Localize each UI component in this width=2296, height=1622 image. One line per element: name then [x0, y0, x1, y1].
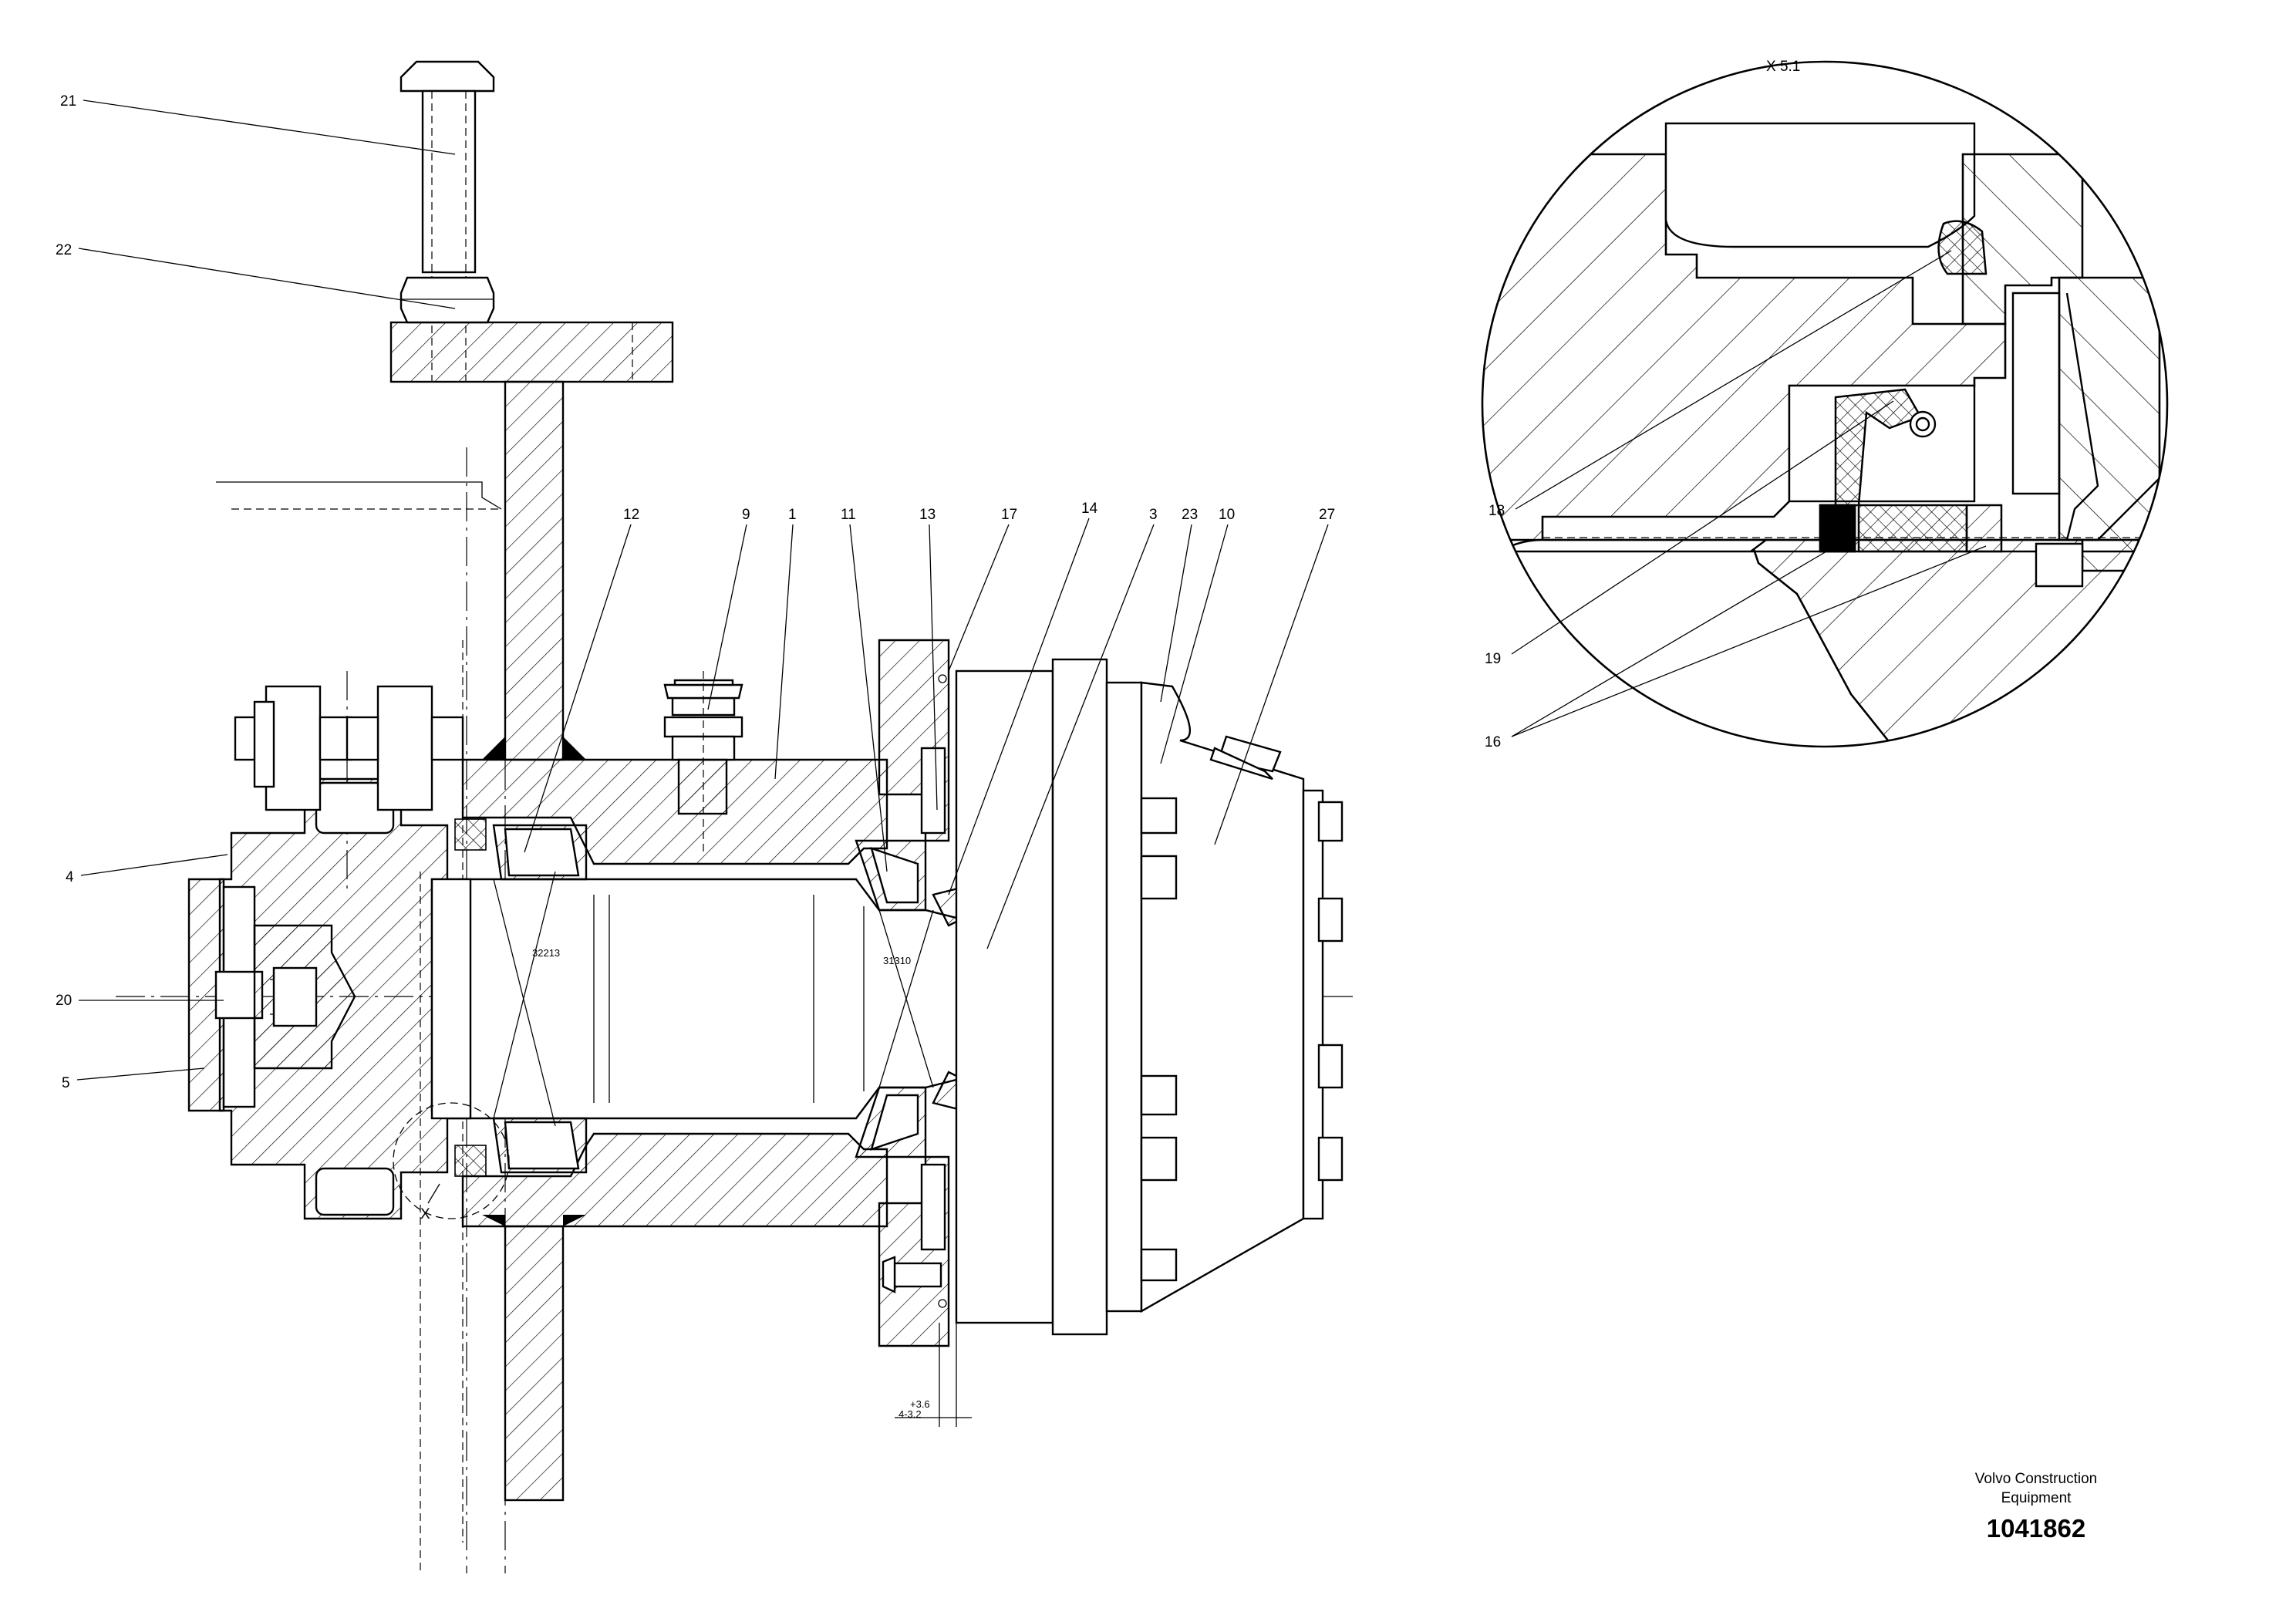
detail-view-x: X 5:1: [1481, 59, 2169, 750]
tolerance-main-text: 4-3.2: [899, 1408, 922, 1420]
label-4: 4: [66, 869, 74, 885]
part-labels-main: 21 22 12 9 1 11 13 17 14 3 23 10: [56, 93, 1335, 1091]
company-name: Volvo Construction Equipment: [1944, 1469, 2129, 1508]
shaft: [430, 878, 1081, 1120]
label-21: 21: [60, 93, 76, 110]
detail-circle: [1481, 60, 2169, 748]
label-1: 1: [788, 507, 797, 523]
company-line-2: Equipment: [2001, 1490, 2072, 1506]
label-23: 23: [1182, 507, 1198, 523]
label-19: 19: [1485, 651, 1501, 667]
label-10: 10: [1219, 507, 1235, 523]
label-3: 3: [1149, 507, 1158, 523]
label-17: 17: [1001, 507, 1017, 523]
bearing-left-label: 32213: [532, 947, 560, 959]
hub-housing: [461, 671, 888, 1228]
lifting-bracket: [389, 60, 674, 761]
seal-left: [393, 818, 510, 1219]
tolerance-dimension: +3.6 4-3.2: [895, 1323, 972, 1427]
label-12: 12: [623, 507, 639, 523]
label-22: 22: [56, 242, 72, 258]
wheel-hub: [187, 685, 464, 1220]
main-section-view: +3.6 4-3.2 32213 31310 X 21 22 12 9 1 11…: [56, 60, 1357, 1573]
bearing-right: [855, 839, 934, 1158]
hydraulic-motor: [955, 658, 1344, 1336]
label-18: 18: [1489, 503, 1505, 519]
label-20: 20: [56, 993, 72, 1009]
label-16: 16: [1485, 734, 1501, 750]
label-11: 11: [841, 507, 856, 523]
label-14: 14: [1081, 501, 1098, 517]
label-5: 5: [62, 1075, 70, 1091]
tolerance-top-text: +3.6: [910, 1398, 930, 1410]
label-27: 27: [1319, 507, 1335, 523]
title-block: Volvo Construction Equipment 1041862: [1944, 1469, 2129, 1543]
company-line-1: Volvo Construction: [1974, 1471, 2098, 1487]
bearing-right-label: 31310: [883, 955, 911, 966]
lower-bracket: [482, 1215, 586, 1502]
document-number: 1041862: [1986, 1514, 2086, 1543]
motor-flange: [878, 639, 950, 1347]
label-9: 9: [742, 507, 750, 523]
bearing-left: [492, 824, 588, 1174]
label-13: 13: [919, 507, 936, 523]
section-mark-x: X: [420, 1206, 430, 1222]
